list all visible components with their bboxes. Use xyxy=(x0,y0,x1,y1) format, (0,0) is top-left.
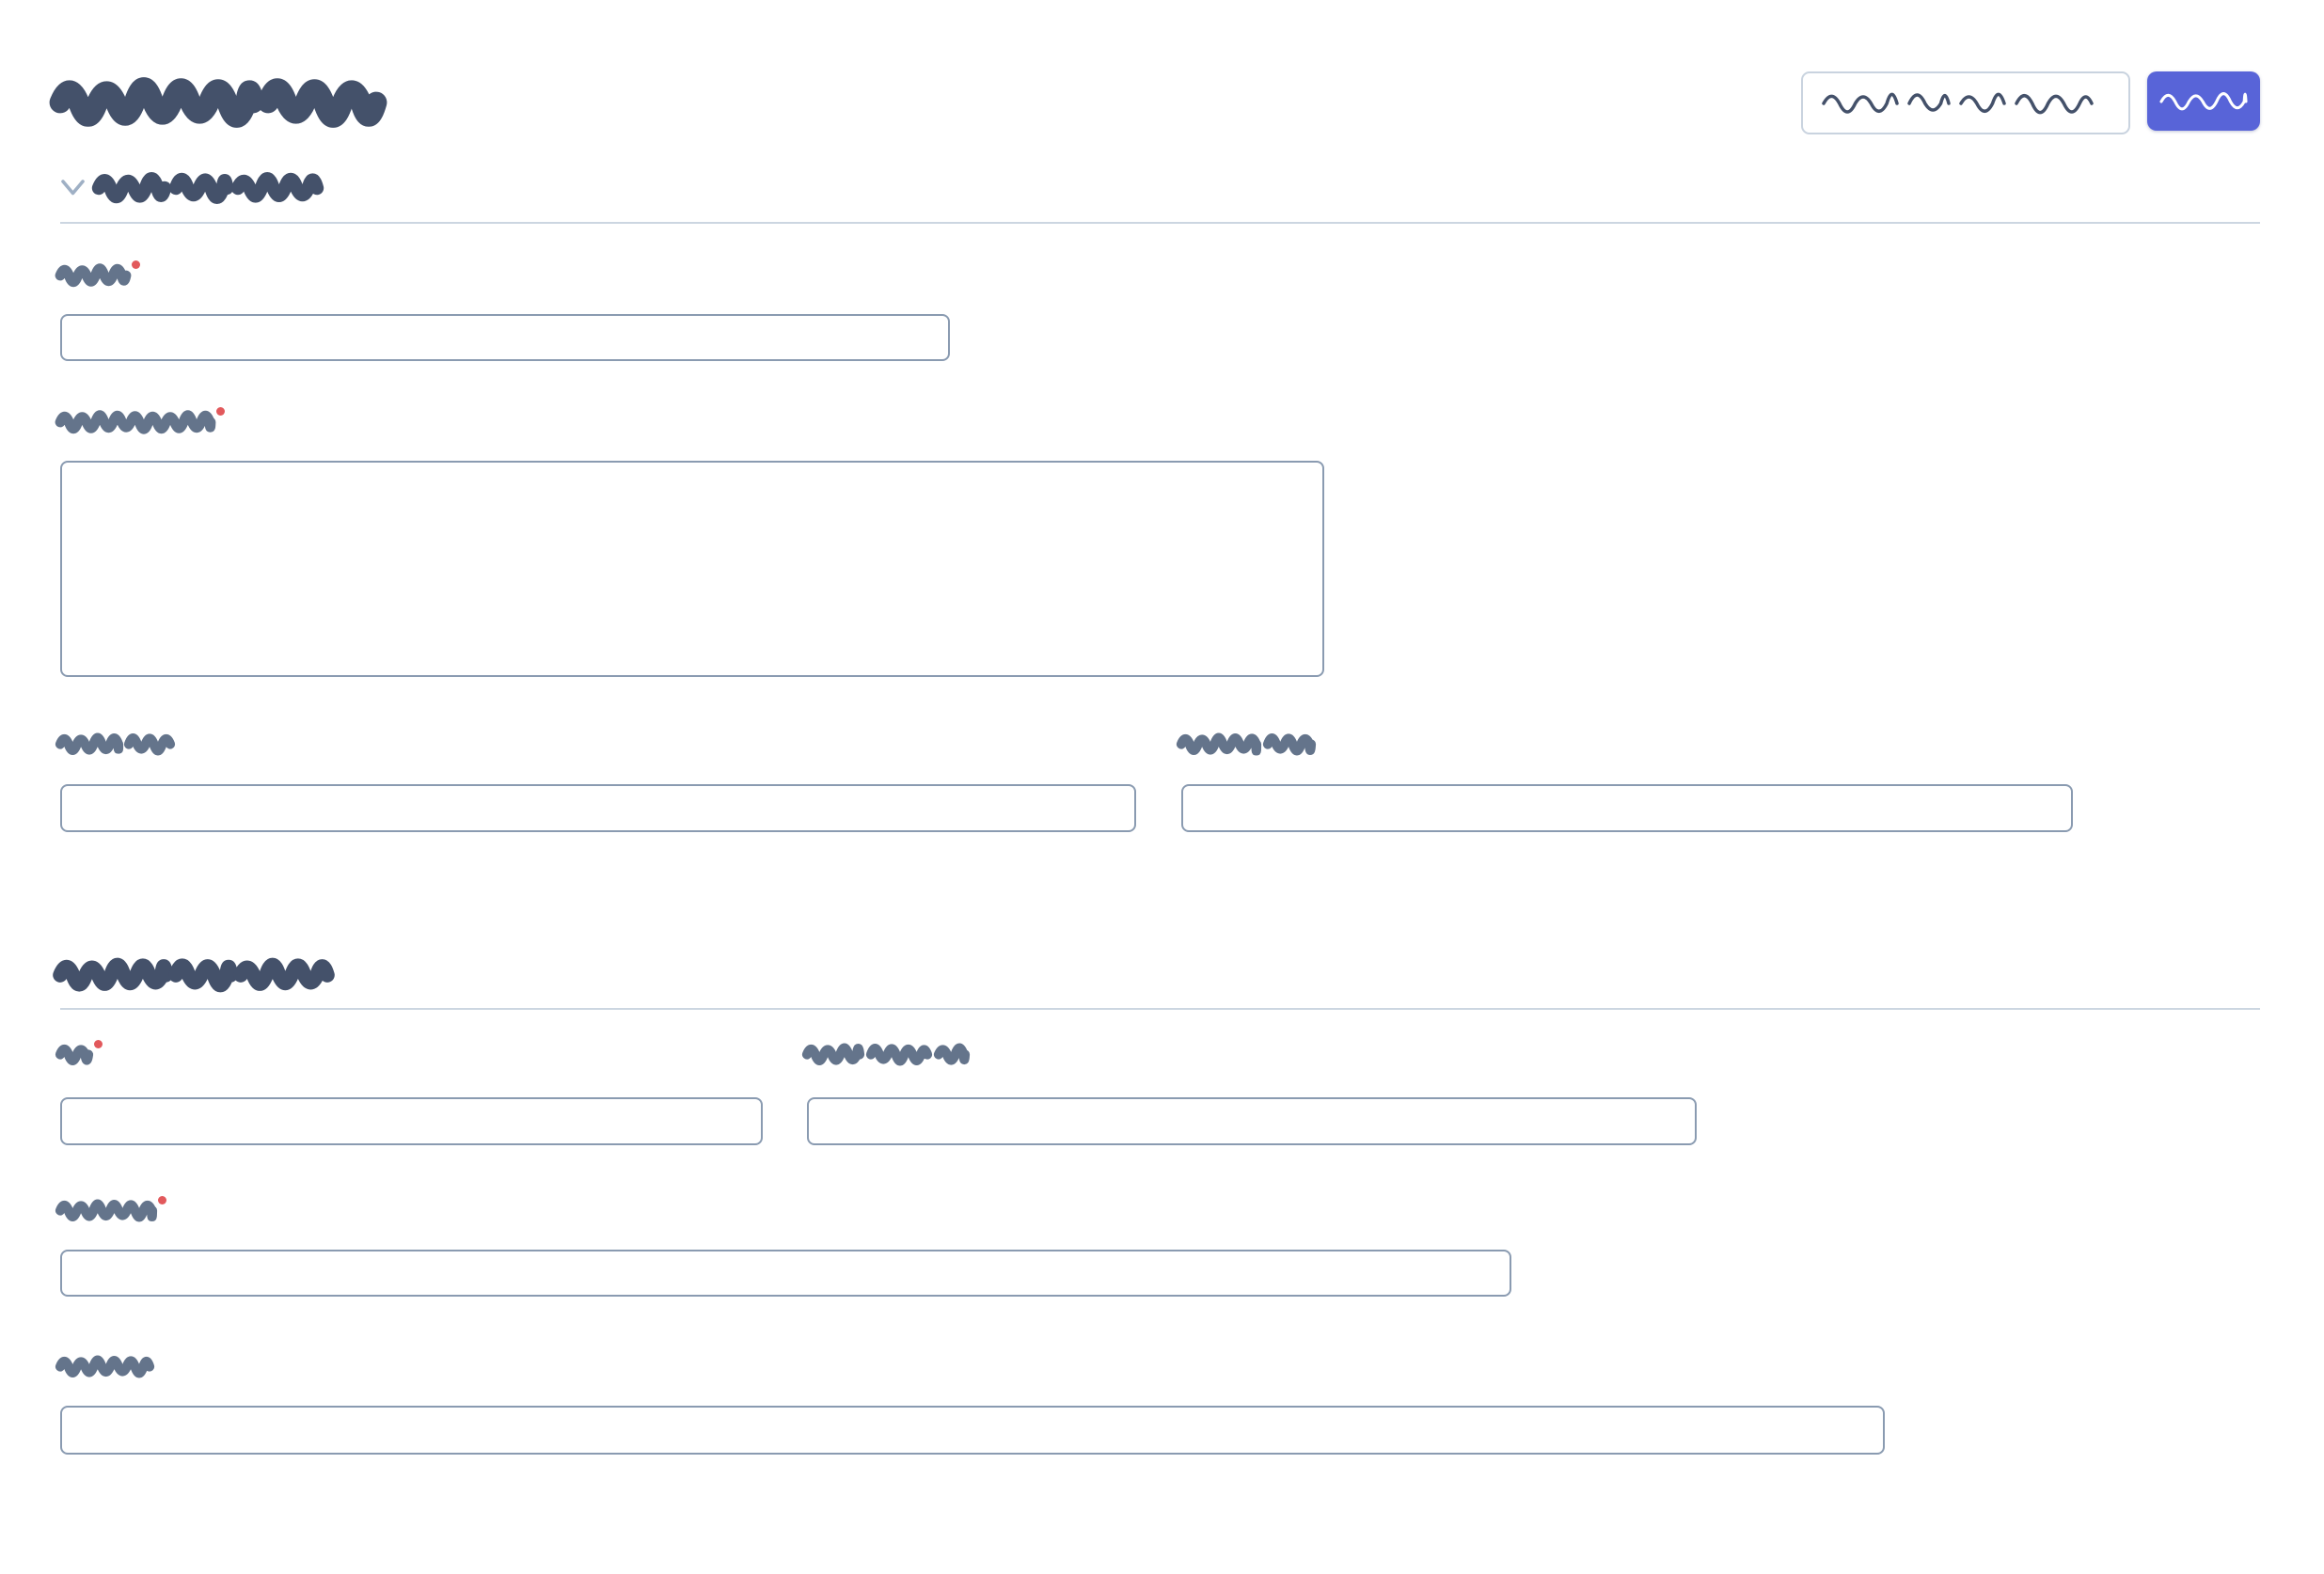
search-input-value xyxy=(1822,92,2094,114)
form-field-5 xyxy=(55,1040,763,1145)
search-input[interactable] xyxy=(1801,71,2130,134)
field-4-label-scribble xyxy=(1176,732,1317,756)
primary-action-button[interactable] xyxy=(2147,71,2260,131)
form-field-6 xyxy=(801,1043,1697,1145)
primary-action-button-label xyxy=(2159,91,2248,110)
field-1-label-scribble xyxy=(55,263,132,288)
field-3-label xyxy=(55,732,1136,756)
required-indicator xyxy=(158,1196,166,1204)
form-field-7 xyxy=(55,1196,2260,1297)
required-indicator xyxy=(216,407,225,416)
form-section-1 xyxy=(55,172,2260,832)
required-indicator xyxy=(132,260,140,269)
field-row xyxy=(55,1040,2260,1145)
field-2-label xyxy=(55,407,2260,434)
field-1-input[interactable] xyxy=(60,314,950,361)
section-1-title xyxy=(91,172,324,204)
form-field-4 xyxy=(1176,732,2073,832)
field-7-input[interactable] xyxy=(60,1250,1511,1297)
field-7-label-scribble xyxy=(55,1199,158,1222)
field-5-label-scribble xyxy=(55,1045,94,1066)
section-2-header xyxy=(53,957,2260,1010)
field-6-input[interactable] xyxy=(807,1097,1697,1145)
field-3-label-scribble xyxy=(55,732,176,756)
field-5-input[interactable] xyxy=(60,1097,763,1145)
field-row xyxy=(55,732,2260,832)
field-5-label xyxy=(55,1040,763,1066)
section-1-header[interactable] xyxy=(60,172,2260,224)
field-6-label-scribble xyxy=(801,1043,971,1066)
form-field-2 xyxy=(55,407,2260,677)
field-2-label-scribble xyxy=(55,410,216,434)
field-1-label xyxy=(55,260,2260,288)
field-8-label-scribble xyxy=(55,1355,155,1378)
field-7-label xyxy=(55,1196,2260,1222)
form-field-3 xyxy=(55,732,1136,832)
field-8-label xyxy=(55,1355,2260,1378)
form-section-2 xyxy=(53,957,2260,1455)
form-field-8 xyxy=(55,1355,2260,1455)
section-2-title xyxy=(53,957,335,993)
required-indicator xyxy=(94,1040,103,1048)
field-4-input[interactable] xyxy=(1181,784,2073,832)
topbar xyxy=(0,0,2324,134)
form-field-1 xyxy=(55,260,2260,361)
field-8-input[interactable] xyxy=(60,1406,1885,1455)
topbar-actions xyxy=(1801,71,2260,134)
field-3-input[interactable] xyxy=(60,784,1136,832)
chevron-down-icon[interactable] xyxy=(60,179,86,197)
field-6-label xyxy=(801,1043,1697,1066)
field-2-textarea[interactable] xyxy=(60,461,1324,677)
field-4-label xyxy=(1176,732,2073,756)
page-title xyxy=(49,77,387,128)
